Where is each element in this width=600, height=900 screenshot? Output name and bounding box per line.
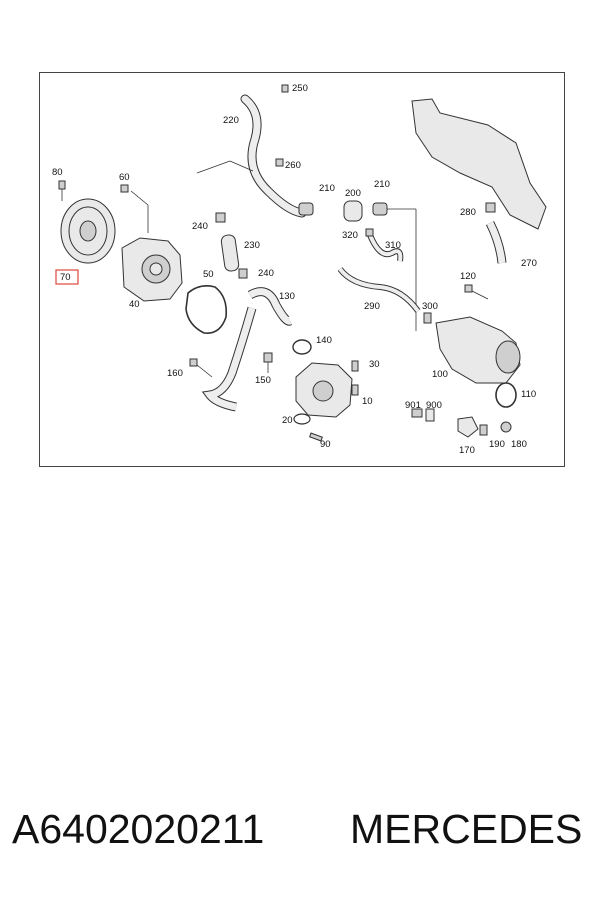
part-label-320[interactable]: 320: [342, 230, 358, 241]
clamp-260-part: [275, 158, 284, 167]
part-label-90[interactable]: 90: [320, 439, 331, 450]
part-label-200[interactable]: 200: [345, 188, 361, 199]
part-label-280[interactable]: 280: [460, 207, 476, 218]
part-labels: 250 220 260 80 60 70 40 240 230 240 50 130 210 200 210…: [52, 83, 537, 456]
o-ring-part: [185, 285, 228, 334]
hose-230-part: [215, 212, 248, 279]
part-label-210b[interactable]: 210: [374, 179, 390, 190]
part-label-160[interactable]: 160: [167, 368, 183, 379]
part-label-40[interactable]: 40: [129, 299, 140, 310]
part-label-110[interactable]: 110: [521, 389, 536, 400]
part-label-210a[interactable]: 210: [319, 183, 335, 194]
part-label-190[interactable]: 190: [489, 439, 505, 450]
part-label-310[interactable]: 310: [385, 240, 401, 251]
bolt-80-part: [58, 180, 66, 201]
part-label-20[interactable]: 20: [282, 415, 293, 426]
part-label-901[interactable]: 901: [405, 400, 421, 411]
highlight-box: [55, 269, 79, 285]
hose-310-part: [337, 228, 421, 313]
water-pump-part: [121, 237, 183, 302]
part-label-30[interactable]: 30: [369, 359, 380, 370]
part-label-60[interactable]: 60: [119, 172, 130, 183]
thermostat-housing-part: [292, 339, 359, 442]
part-label-260[interactable]: 260: [285, 160, 301, 171]
part-label-230[interactable]: 230: [244, 240, 260, 251]
part-label-180[interactable]: 180: [511, 439, 527, 450]
part-label-170[interactable]: 170: [459, 445, 475, 456]
outlet-housing-part: [423, 312, 521, 408]
upper-hose-part: [196, 94, 307, 218]
hose-160-part: [189, 306, 257, 412]
part-label-250[interactable]: 250: [292, 83, 308, 94]
part-label-10[interactable]: 10: [362, 396, 373, 407]
hose-130-part: [247, 287, 293, 326]
part-label-270[interactable]: 270: [521, 258, 537, 269]
part-label-150[interactable]: 150: [255, 375, 271, 386]
part-label-50[interactable]: 50: [203, 269, 214, 280]
pulley-part: [60, 198, 116, 264]
part-number: A6402020211: [12, 806, 265, 852]
part-label-220[interactable]: 220: [223, 115, 239, 126]
bolt-60-part: [120, 184, 149, 233]
part-label-240a[interactable]: 240: [192, 221, 208, 232]
part-label-140[interactable]: 140: [316, 335, 332, 346]
part-label-290[interactable]: 290: [364, 301, 380, 312]
part-label-900[interactable]: 900: [426, 400, 442, 411]
sensor-part: [411, 408, 512, 438]
part-label-100[interactable]: 100: [432, 369, 448, 380]
part-label-300[interactable]: 300: [422, 301, 438, 312]
part-label-120[interactable]: 120: [460, 271, 476, 282]
diagram-canvas: 250 220 260 80 60 70 40 240 230 240 50 130 210 200 210…: [52, 83, 547, 456]
clamp-250-part: [281, 84, 289, 93]
footer: A6402020211 MERCEDES: [0, 800, 600, 870]
part-label-80[interactable]: 80: [52, 167, 63, 178]
part-label-130[interactable]: 130: [279, 291, 295, 302]
parts-diagram: 250 220 260 80 60 70 40 240 230 240 50 130 210 200 210…: [39, 72, 565, 467]
bolt-120-part: [464, 284, 489, 300]
hose-200-part: [298, 200, 417, 331]
pipe-270-part: [411, 98, 547, 264]
part-label-70[interactable]: 70: [60, 272, 71, 283]
bolt-150-part: [263, 352, 273, 373]
part-label-240b[interactable]: 240: [258, 268, 274, 279]
brand-name: MERCEDES: [350, 806, 583, 852]
